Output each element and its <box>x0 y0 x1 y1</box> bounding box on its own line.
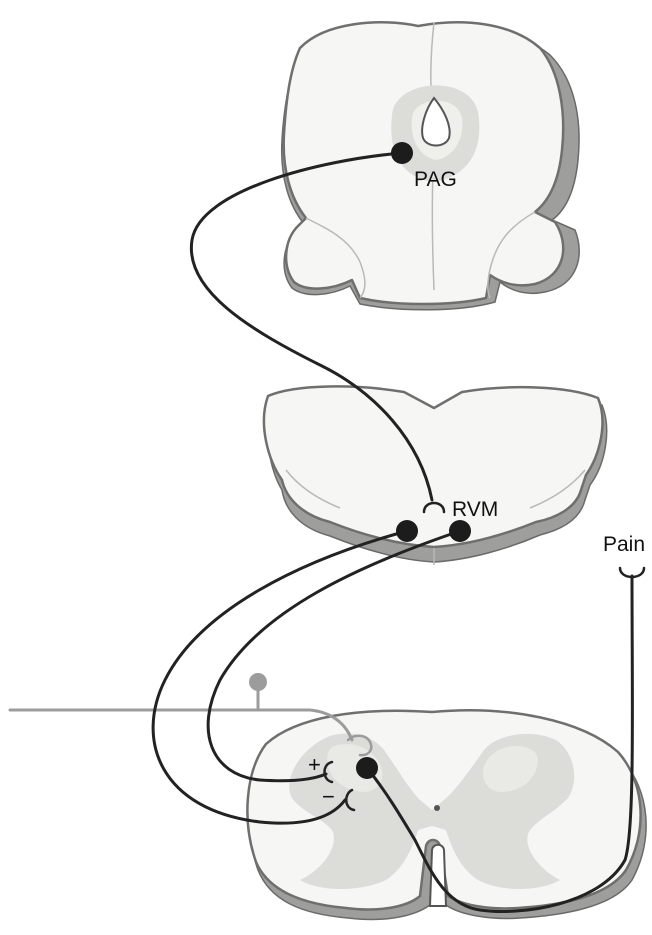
spinal-cord-section <box>247 710 646 919</box>
facilitation-sign: + <box>308 752 321 777</box>
pag-label: PAG <box>414 168 457 191</box>
pain-label: Pain <box>603 533 645 556</box>
inhibition-sign: − <box>322 784 335 809</box>
rvm-neuron-left <box>396 520 418 542</box>
pag-neuron <box>391 142 413 164</box>
dorsal-root-ganglion-soma <box>249 673 267 691</box>
dorsal-horn-neuron <box>356 757 378 779</box>
rvm-label: RVM <box>452 498 498 521</box>
rvm-neuron-right <box>449 520 471 542</box>
